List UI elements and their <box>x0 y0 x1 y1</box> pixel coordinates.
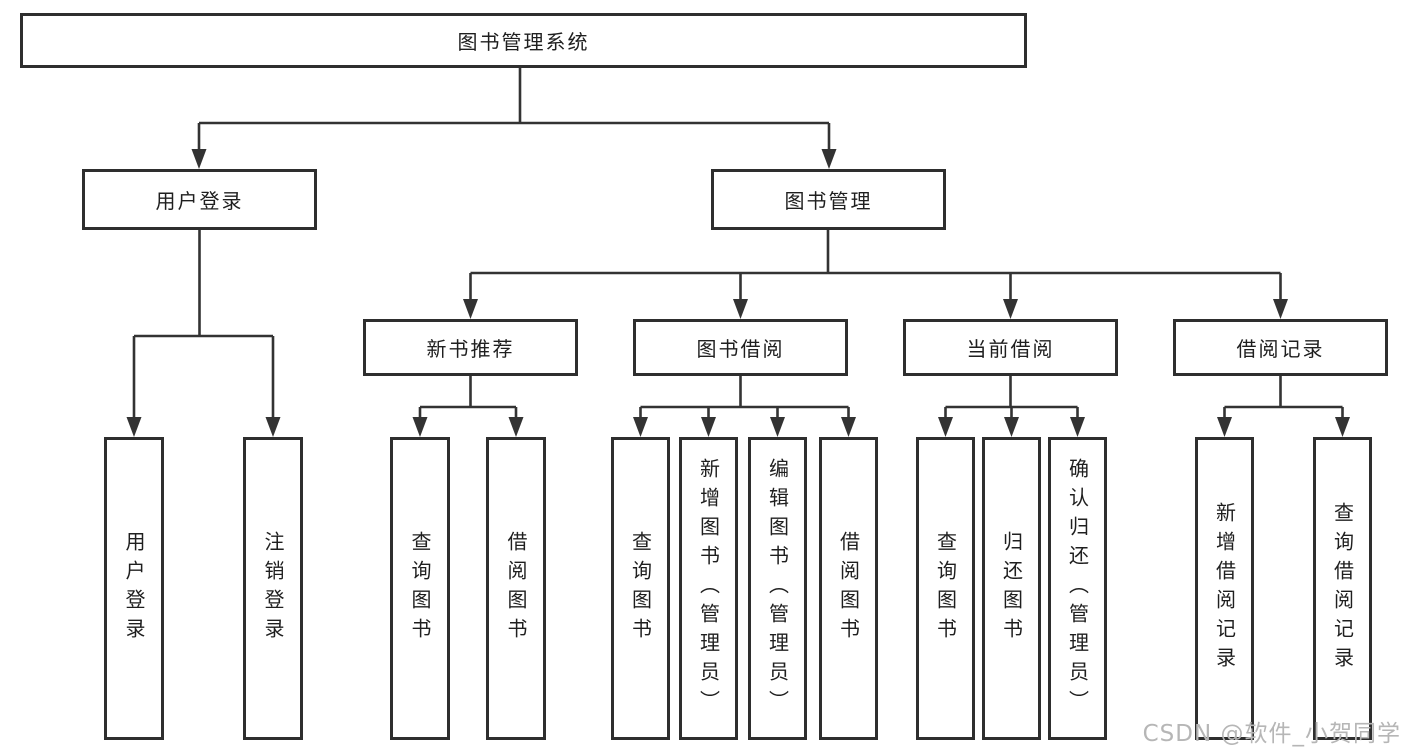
node-root: 图书管理系统 <box>20 13 1027 68</box>
leaf-query-borrow-record: 查询借阅记录 <box>1313 437 1372 740</box>
leaf-query-books-recommend: 查询图书 <box>390 437 450 740</box>
node-book-borrow: 图书借阅 <box>633 319 848 376</box>
leaf-borrow-books: 借阅图书 <box>819 437 878 740</box>
leaf-user-login: 用户登录 <box>104 437 164 740</box>
leaf-logout: 注销登录 <box>243 437 303 740</box>
leaf-edit-book-admin: 编辑图书（管理员） <box>748 437 807 740</box>
leaf-borrow-books-recommend: 借阅图书 <box>486 437 546 740</box>
leaf-confirm-return-admin: 确认归还（管理员） <box>1048 437 1107 740</box>
node-borrow-records: 借阅记录 <box>1173 319 1388 376</box>
leaf-query-books-borrow: 查询图书 <box>611 437 670 740</box>
node-current-borrow: 当前借阅 <box>903 319 1118 376</box>
node-book-management: 图书管理 <box>711 169 946 230</box>
node-user-login: 用户登录 <box>82 169 317 230</box>
leaf-add-book-admin: 新增图书（管理员） <box>679 437 738 740</box>
arrow-heads <box>126 149 1350 437</box>
leaf-query-books-current: 查询图书 <box>916 437 975 740</box>
node-new-book-recommend: 新书推荐 <box>363 319 578 376</box>
tree-edges <box>132 68 1344 428</box>
csdn-watermark: CSDN @软件_小贺同学 <box>1142 721 1401 747</box>
leaf-add-borrow-record: 新增借阅记录 <box>1195 437 1254 740</box>
leaf-return-books: 归还图书 <box>982 437 1041 740</box>
